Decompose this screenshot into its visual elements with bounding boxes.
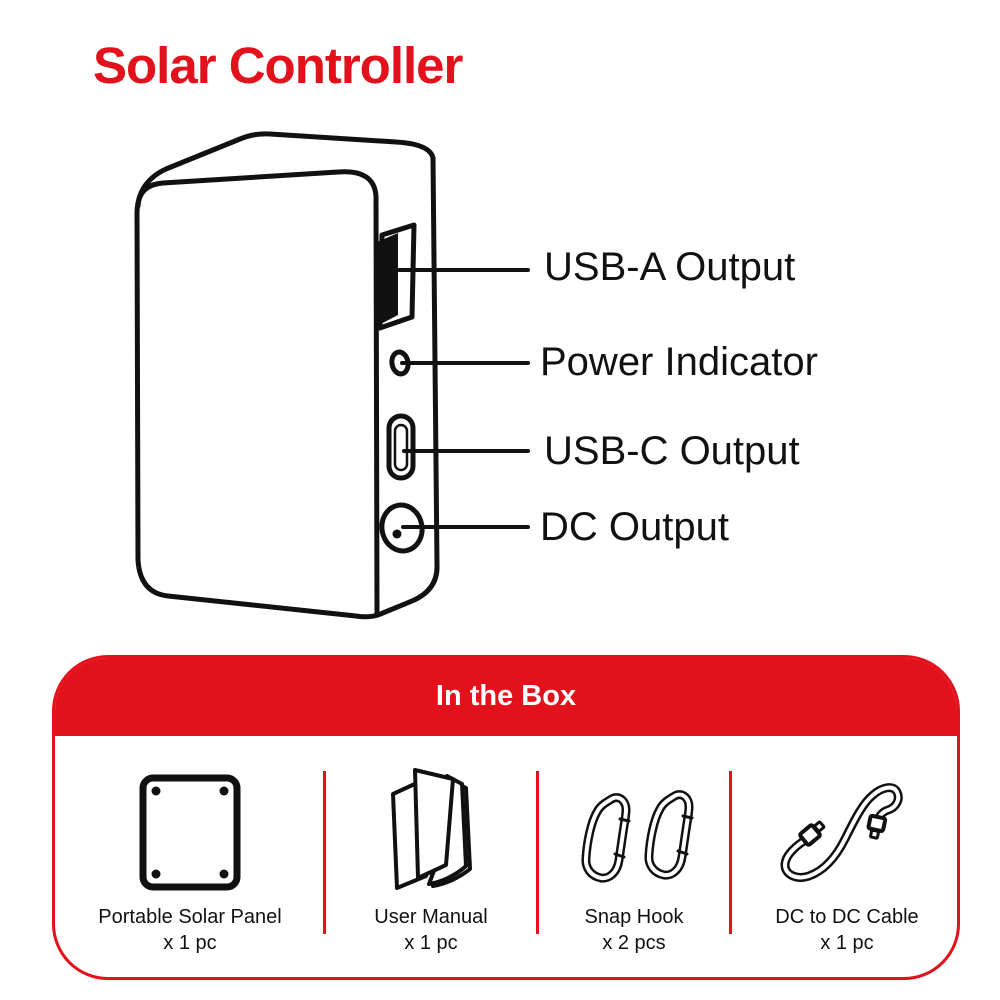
- item-divider: [323, 771, 326, 934]
- cable-connector-left: [798, 820, 826, 847]
- callout-label-usb-a-output: USB-A Output: [544, 245, 796, 289]
- item-name: Snap Hook: [584, 906, 684, 928]
- device-front-face-edge: [135, 169, 380, 617]
- item-name: DC to DC Cable: [775, 906, 919, 928]
- carabiner-2: [644, 790, 694, 880]
- solar-panel-icon: [139, 774, 241, 891]
- usb-c-port: [386, 413, 416, 481]
- in-the-box-header: [55, 658, 957, 736]
- in-the-box-title: In the Box: [435, 680, 577, 712]
- item-name: User Manual: [374, 906, 488, 928]
- cable-connector-right: [866, 813, 888, 840]
- callout-label-dc-output: DC Output: [540, 505, 729, 549]
- item-divider: [729, 771, 732, 934]
- item-snap-hook: Snap Hook x 2 pcs: [539, 904, 729, 956]
- item-divider: [536, 771, 539, 934]
- item-name: Portable Solar Panel: [98, 906, 282, 928]
- item-qty: x 1 pc: [404, 932, 458, 954]
- item-qty: x 1 pc: [820, 932, 874, 954]
- dc-to-dc-cable-icon: [780, 783, 903, 882]
- callout-label-usb-c-output: USB-C Output: [544, 429, 800, 473]
- snap-hook-icon: [581, 790, 694, 883]
- item-user-manual: User Manual x 1 pc: [326, 904, 536, 956]
- item-qty: x 1 pc: [163, 932, 217, 954]
- device-outline: [134, 131, 440, 620]
- callout-label-power-indicator: Power Indicator: [540, 340, 818, 384]
- item-qty: x 2 pcs: [602, 932, 666, 954]
- solar-controller-illustration: [134, 131, 530, 620]
- user-manual-icon: [391, 768, 472, 890]
- item-portable-solar-panel: Portable Solar Panel x 1 pc: [80, 904, 300, 956]
- item-dc-to-dc-cable: DC to DC Cable x 1 pc: [732, 904, 957, 956]
- page-title: Solar Controller: [93, 37, 463, 94]
- usb-a-port: [377, 222, 417, 331]
- in-the-box-section: In the Box Portable Solar Panel x 1 pc U…: [52, 655, 960, 980]
- carabiner-1: [581, 793, 631, 883]
